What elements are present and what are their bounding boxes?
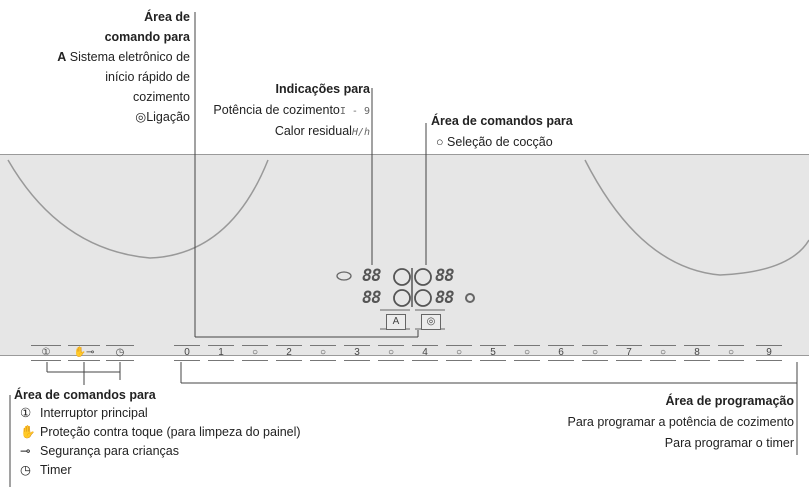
slider-key-1[interactable]: 1 <box>208 345 234 361</box>
slider-key-4-5[interactable]: ○ <box>446 345 472 361</box>
cook-area-title: Área de comandos para <box>431 114 573 128</box>
key-icon: ⊸ <box>20 444 31 458</box>
main-switch-key[interactable]: ① <box>31 345 61 361</box>
slider-key-6-5[interactable]: ○ <box>582 345 608 361</box>
legend-main-switch: ① Interruptor principal <box>20 404 148 422</box>
connect-icon: ◎ <box>135 110 147 124</box>
legend-timer: ◷ Timer <box>20 461 71 479</box>
legend-main-switch-label: Interruptor principal <box>40 406 148 420</box>
connect-label: Ligação <box>146 110 190 124</box>
quick-start-text: Sistema eletrônico de <box>66 50 190 64</box>
residual-indication: Calor residualH/h <box>200 122 370 142</box>
slider-key-8-5[interactable]: ○ <box>718 345 744 361</box>
legend-child-lock-label: Segurança para crianças <box>40 444 179 458</box>
legend-child-lock: ⊸ Segurança para crianças <box>20 442 179 460</box>
display-digits-1-right: 88 <box>435 266 455 286</box>
indications-title: Indicações para <box>275 82 371 96</box>
slider-key-2-5[interactable]: ○ <box>310 345 336 361</box>
slider-key-5[interactable]: 5 <box>480 345 506 361</box>
display-digits-2-left: 88 <box>362 288 382 308</box>
hand-icon: ✋ <box>20 425 36 439</box>
slider-key-0[interactable]: 0 <box>174 345 200 361</box>
slider-key-5-5[interactable]: ○ <box>514 345 540 361</box>
quick-start-button[interactable]: A <box>386 314 406 330</box>
burner-select-button[interactable]: ◎ <box>421 314 441 330</box>
timer-key[interactable]: ◷ <box>106 345 134 361</box>
residual-symbol: H/h <box>351 127 370 138</box>
slider-key-7[interactable]: 7 <box>616 345 642 361</box>
clock-icon: ◷ <box>20 463 31 477</box>
slider-key-8[interactable]: 8 <box>684 345 710 361</box>
slider-key-4[interactable]: 4 <box>412 345 438 361</box>
display-digits-2-right: 88 <box>435 288 455 308</box>
slider-key-1-5[interactable]: ○ <box>242 345 268 361</box>
quick-start-line-2: início rápido de <box>105 70 190 84</box>
a-letter: A <box>57 50 67 64</box>
power-label: Potência de cozimento <box>213 103 340 117</box>
programming-area-title: Área de programação <box>665 394 794 408</box>
control-area-title: Área de comandos para <box>14 388 156 402</box>
command-area-title-1: Área de <box>144 10 190 24</box>
quick-start-line-3: cozimento <box>133 90 190 104</box>
slider-key-7-5[interactable]: ○ <box>650 345 676 361</box>
legend-timer-label: Timer <box>40 463 72 477</box>
command-area-title-2: comando para <box>104 30 190 44</box>
display-digits-1-left: 88 <box>362 266 382 286</box>
legend-touch-lock: ✋ Proteção contra toque (para limpeza do … <box>20 423 301 441</box>
power-symbol: I - 9 <box>339 106 370 117</box>
slider-key-9[interactable]: 9 <box>756 345 782 361</box>
residual-label: Calor residual <box>274 124 352 138</box>
program-power-text: Para programar a potência de cozimento <box>567 415 794 429</box>
touch-lock-key[interactable]: ✋⊸ <box>68 345 100 361</box>
slider-key-3-5[interactable]: ○ <box>378 345 404 361</box>
slider-key-2[interactable]: 2 <box>276 345 302 361</box>
cook-select-line: ○ Seleção de cocção <box>436 133 553 151</box>
program-timer-text: Para programar o timer <box>664 436 794 450</box>
power-indication: Potência de cozimentoI - 9 <box>180 101 370 121</box>
circle-icon: ○ <box>436 135 444 149</box>
quick-start-line: A Sistema eletrônico de <box>20 48 190 66</box>
legend-touch-lock-label: Proteção contra toque (para limpeza do p… <box>40 425 301 439</box>
connect-line: ◎Ligação <box>40 108 190 126</box>
slider-key-6[interactable]: 6 <box>548 345 574 361</box>
power-icon: ① <box>20 406 32 420</box>
cook-select-label: Seleção de cocção <box>447 135 553 149</box>
slider-key-3[interactable]: 3 <box>344 345 370 361</box>
